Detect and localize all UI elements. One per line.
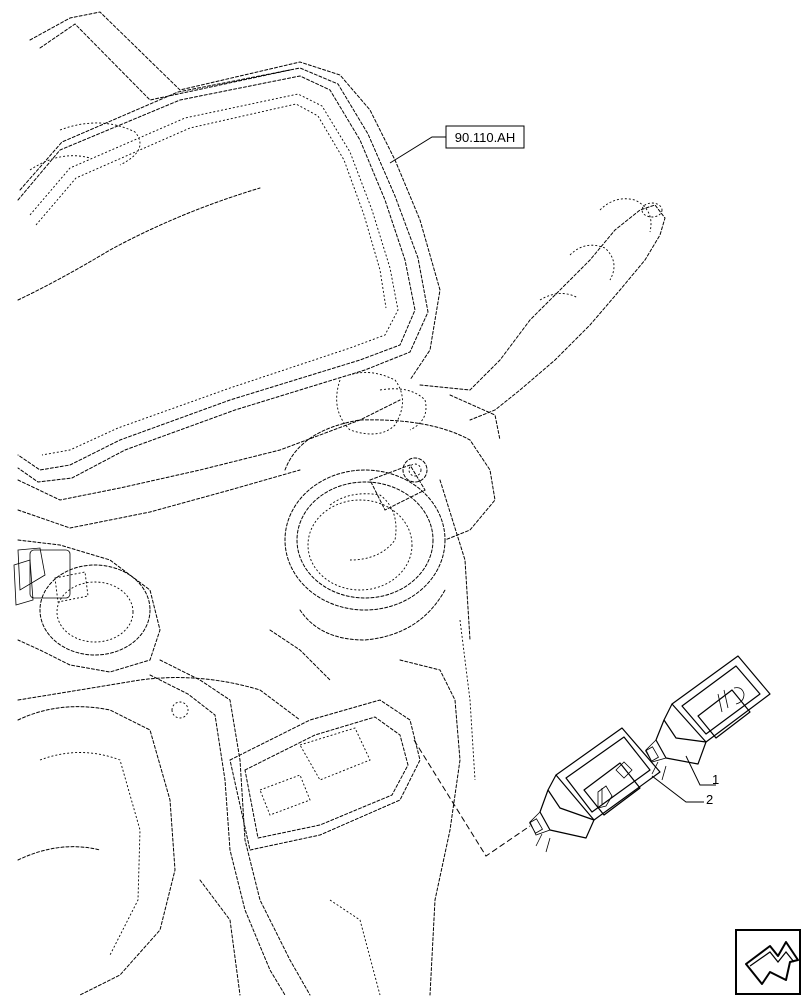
switch-part-2 <box>528 727 661 853</box>
next-page-arrow-icon[interactable] <box>735 929 801 995</box>
callout-2: 2 <box>706 792 713 807</box>
lever-stalk <box>419 198 666 441</box>
leader-lines <box>389 136 716 857</box>
reference-label[interactable]: 90.110.AH <box>445 125 525 149</box>
steering-column <box>284 371 496 641</box>
left-controls <box>13 539 301 721</box>
lower-console <box>17 479 476 996</box>
callout-1: 1 <box>712 772 719 787</box>
reference-label-text: 90.110.AH <box>455 130 515 145</box>
switch-part-1 <box>644 655 771 781</box>
instrument-cluster <box>17 11 441 529</box>
